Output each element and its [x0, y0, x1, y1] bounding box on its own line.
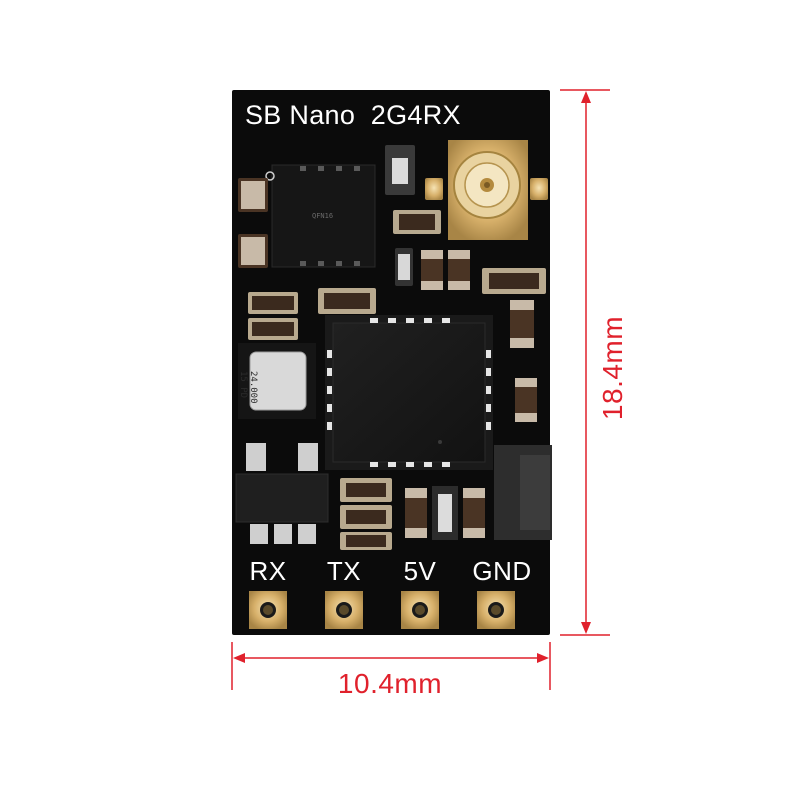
height-dimension-label: 18.4mm [597, 315, 628, 421]
antenna-passives [318, 145, 546, 314]
capacitors-left [238, 178, 298, 340]
pad-rx [249, 591, 287, 629]
board-title: SB Nano 2G4RX [245, 100, 461, 130]
lower-passives [340, 478, 485, 550]
voltage-regulator [235, 443, 329, 544]
pad-gnd [477, 591, 515, 629]
crystal-oscillator [238, 343, 316, 419]
ic-marking: QFN16 [312, 212, 334, 220]
qfn-chip-top [265, 164, 376, 268]
width-dimension-label: 10.4mm [337, 668, 443, 699]
main-mcu-chip [325, 315, 493, 470]
pin-label-rx: RX [249, 556, 287, 586]
width-dimension-line [231, 642, 551, 690]
height-dimension-line [560, 89, 610, 636]
solder-pads [249, 591, 515, 629]
pad-5v [401, 591, 439, 629]
pin-label-5v: 5V [403, 556, 437, 586]
pad-tx [325, 591, 363, 629]
ufl-antenna-connector [425, 140, 548, 240]
pin-label-tx: TX [326, 556, 362, 586]
pin-label-gnd: GND [472, 556, 532, 586]
crystal-marking: 24.000 15 PD [238, 371, 258, 404]
right-passives [494, 300, 552, 540]
